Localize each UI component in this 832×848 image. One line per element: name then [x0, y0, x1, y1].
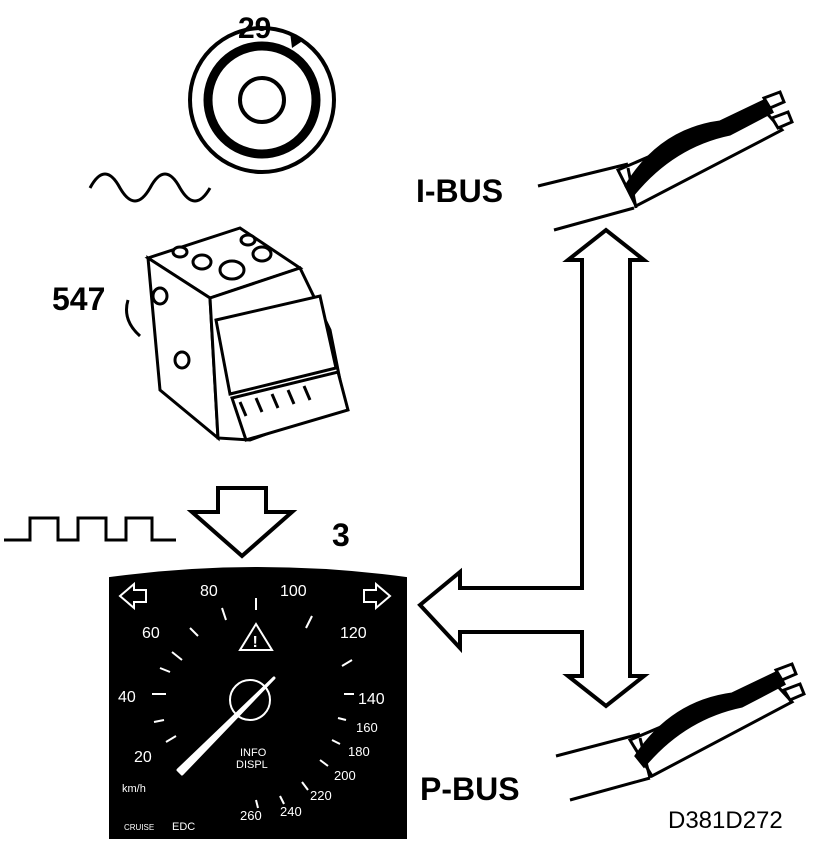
rotation-arrow-icon — [290, 32, 304, 48]
dial-number: 80 — [200, 583, 218, 600]
dial-number: 140 — [358, 691, 385, 708]
wheel-sensor: 29 — [188, 12, 336, 174]
square-wave-signal — [4, 516, 176, 542]
unit-label: km/h — [122, 783, 146, 795]
warning-triangle-icon — [238, 622, 274, 651]
dial-number: 60 — [142, 625, 160, 642]
dial-tick — [221, 607, 227, 621]
dial-number: 200 — [334, 768, 356, 783]
dial-tick — [165, 735, 177, 743]
label-ibus: I-BUS — [416, 173, 503, 209]
label-instrument: 3 — [332, 517, 350, 553]
label-pbus: P-BUS — [420, 771, 520, 807]
dial-tick — [301, 781, 309, 791]
dial-tick — [189, 627, 199, 637]
ibus-connector — [537, 90, 794, 232]
pbus-connector — [555, 662, 806, 802]
status-indicator: EDC — [172, 821, 195, 833]
label-abs-unit: 547 — [52, 281, 105, 317]
dial-number: 180 — [348, 744, 370, 759]
figure-code: D381D272 — [668, 807, 783, 834]
left-turn-indicator-icon — [118, 581, 147, 611]
right-turn-indicator-icon — [363, 581, 392, 611]
dial-tick — [171, 651, 183, 661]
needle-hub — [229, 679, 271, 721]
dial-number: 240 — [280, 804, 302, 819]
dial-tick — [255, 799, 259, 809]
cruise-indicator: CRUISE — [124, 823, 154, 832]
dial-tick — [319, 759, 329, 767]
dial-number: 260 — [240, 808, 262, 823]
sine-wave-signal — [88, 172, 212, 203]
dial-tick — [159, 667, 171, 673]
abs-control-unit — [125, 226, 350, 442]
warning-exclamation-icon: ! — [253, 634, 258, 651]
dial-tick — [337, 717, 347, 721]
dial-tick — [341, 659, 353, 667]
dial-tick — [305, 615, 313, 629]
down-arrow-icon — [186, 486, 298, 559]
dial-tick — [331, 739, 341, 745]
dial-tick — [153, 719, 165, 723]
info-display-line2: DISPL — [236, 759, 268, 771]
needle — [176, 676, 276, 776]
dial-number: 40 — [118, 689, 136, 706]
dial-number: 220 — [310, 788, 332, 803]
dial-tick — [279, 795, 285, 805]
dial-number: 20 — [134, 749, 152, 766]
dial-number: 120 — [340, 625, 367, 642]
dial-tick-marks — [152, 598, 354, 809]
bus-arrows — [417, 227, 650, 709]
label-wheel-sensor: 29 — [238, 12, 271, 45]
info-display-line1: INFO — [240, 747, 267, 759]
dial-number: 100 — [280, 583, 307, 600]
dial-number: 160 — [356, 720, 378, 735]
